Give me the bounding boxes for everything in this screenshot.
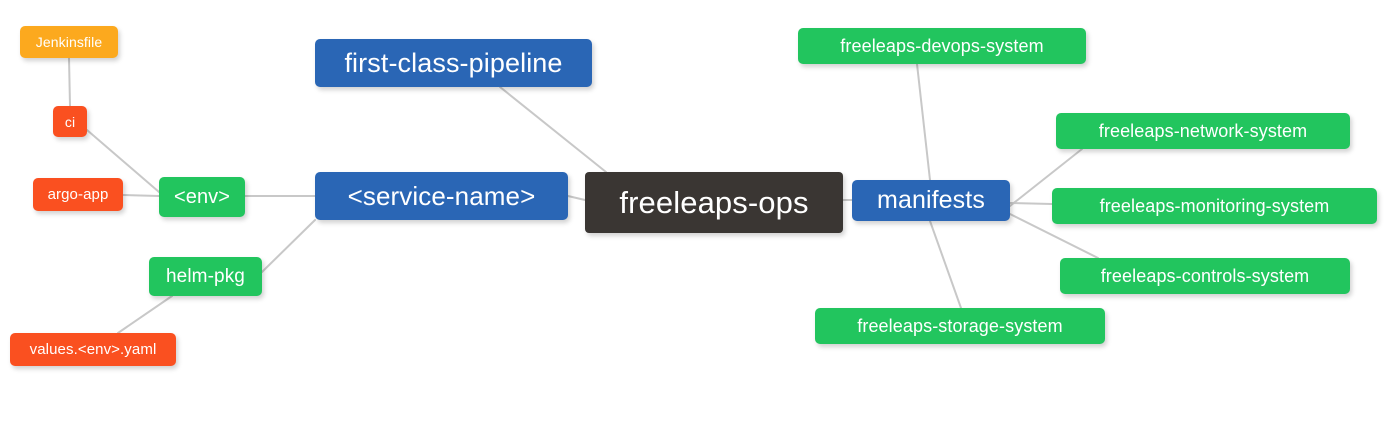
node-label: freeleaps-storage-system — [857, 316, 1063, 336]
node-ci[interactable]: ci — [53, 106, 87, 137]
edge-helm-pkg-to-values-yaml — [117, 295, 173, 334]
node-label: ci — [64, 113, 76, 130]
node-label: freeleaps-network-system — [1098, 121, 1308, 141]
node-freeleaps-devops-system[interactable]: freeleaps-devops-system — [798, 28, 1086, 64]
node-label: helm-pkg — [166, 266, 245, 287]
node-jenkinsfile[interactable]: Jenkinsfile — [20, 26, 118, 58]
node-freeleaps-monitoring-system[interactable]: freeleaps-monitoring-system — [1052, 188, 1377, 224]
node-freeleaps-network-system[interactable]: freeleaps-network-system — [1056, 113, 1350, 149]
node-label: argo-app — [47, 186, 109, 203]
node-service-name[interactable]: <service-name> — [315, 172, 568, 220]
edge-service-name-to-helm-pkg — [261, 219, 316, 273]
node-label: freeleaps-monitoring-system — [1099, 196, 1330, 216]
node-label: freeleaps-controls-system — [1100, 266, 1310, 286]
node-freeleaps-storage-system[interactable]: freeleaps-storage-system — [815, 308, 1105, 344]
node-label: <env> — [173, 186, 231, 208]
node-label: manifests — [877, 186, 985, 214]
node-first-class-pipeline[interactable]: first-class-pipeline — [315, 39, 592, 87]
node-label: freeleaps-ops — [619, 185, 809, 220]
node-argo-app[interactable]: argo-app — [33, 178, 123, 211]
node-label: freeleaps-devops-system — [840, 36, 1044, 56]
edge-manifests-to-freeleaps-storage-system — [929, 220, 962, 309]
node-values-yaml[interactable]: values.<env>.yaml — [10, 333, 176, 366]
node-env[interactable]: <env> — [159, 177, 245, 217]
node-label: Jenkinsfile — [35, 34, 103, 50]
node-freeleaps-ops[interactable]: freeleaps-ops — [585, 172, 843, 233]
edge-manifests-to-freeleaps-devops-system — [916, 63, 931, 181]
edge-argo-app-to-env — [122, 194, 160, 197]
node-label: values.<env>.yaml — [29, 341, 157, 358]
node-freeleaps-controls-system[interactable]: freeleaps-controls-system — [1060, 258, 1350, 294]
edge-first-class-pipeline-to-freeleaps-ops — [499, 86, 607, 173]
edge-manifests-to-freeleaps-monitoring-system — [1009, 202, 1053, 205]
node-label: first-class-pipeline — [344, 47, 563, 78]
node-helm-pkg[interactable]: helm-pkg — [149, 257, 262, 296]
node-label: <service-name> — [347, 181, 536, 211]
edge-jenkinsfile-to-ci — [68, 57, 71, 107]
edge-service-name-to-freeleaps-ops — [567, 195, 586, 201]
node-manifests[interactable]: manifests — [852, 180, 1010, 221]
